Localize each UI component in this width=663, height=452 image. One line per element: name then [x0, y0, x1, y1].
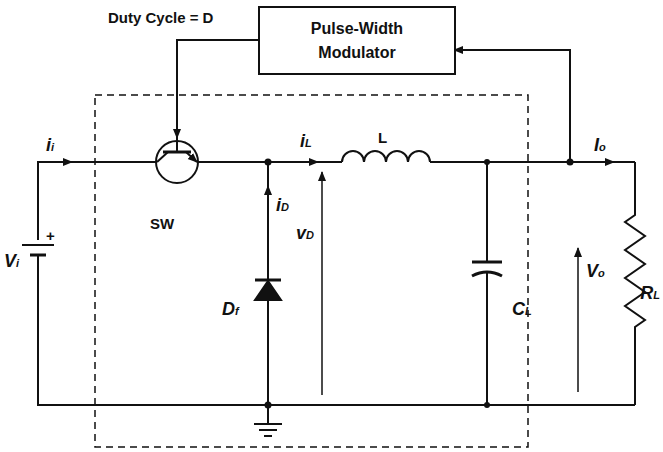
- junction-dot: [265, 402, 272, 409]
- current-arrow: [298, 161, 318, 163]
- part-name: RL: [640, 284, 660, 302]
- feedback-wire: [454, 50, 570, 162]
- signal-name: Duty Cycle = D: [108, 10, 213, 25]
- control-wire: [177, 40, 258, 138]
- part-name: L: [378, 130, 387, 145]
- junction-dot: [567, 159, 574, 166]
- diode-bar: [255, 279, 281, 282]
- voltage-label: Vo: [586, 262, 605, 280]
- output-wire: [430, 161, 635, 163]
- junction-dot: [484, 402, 490, 408]
- ground-symbol: [259, 429, 277, 431]
- inductor-symbol: [342, 151, 430, 162]
- process-box: Pulse-Width Modulator: [258, 6, 456, 75]
- dashed-enclosure: [95, 95, 528, 447]
- voltage-arrow: [321, 172, 323, 395]
- capacitor-plate: [472, 261, 502, 264]
- voltage-arrow: [577, 248, 579, 392]
- current-arrow: [55, 161, 72, 163]
- polarity-mark: +: [46, 228, 55, 243]
- box-title: Pulse-Width Modulator: [260, 13, 454, 69]
- input-wire: [38, 162, 157, 240]
- part-name: Df: [222, 300, 239, 318]
- transistor-base-lead: [176, 138, 178, 152]
- current-label: iD: [276, 196, 289, 214]
- part-name: SW: [150, 216, 174, 231]
- junction-dot: [265, 159, 272, 166]
- ground-symbol: [254, 423, 282, 425]
- transistor-emitter: [186, 152, 197, 162]
- current-arrow: [267, 186, 269, 200]
- current-label: iL: [300, 132, 312, 150]
- junction-dot: [484, 159, 490, 165]
- diode-symbol: [255, 281, 281, 300]
- current-arrow: [594, 161, 614, 163]
- voltage-label: Vi: [4, 252, 19, 270]
- ground-rail: [38, 255, 635, 405]
- capacitor-wire: [486, 272, 488, 405]
- current-label: Io: [594, 136, 606, 154]
- capacitor-wire: [486, 162, 488, 262]
- voltage-label: vD: [296, 224, 314, 242]
- current-label: ii: [46, 136, 54, 154]
- ground-symbol: [264, 435, 272, 437]
- battery-plate: [22, 244, 54, 246]
- transistor-collector: [157, 152, 168, 162]
- part-name: CL: [512, 300, 532, 318]
